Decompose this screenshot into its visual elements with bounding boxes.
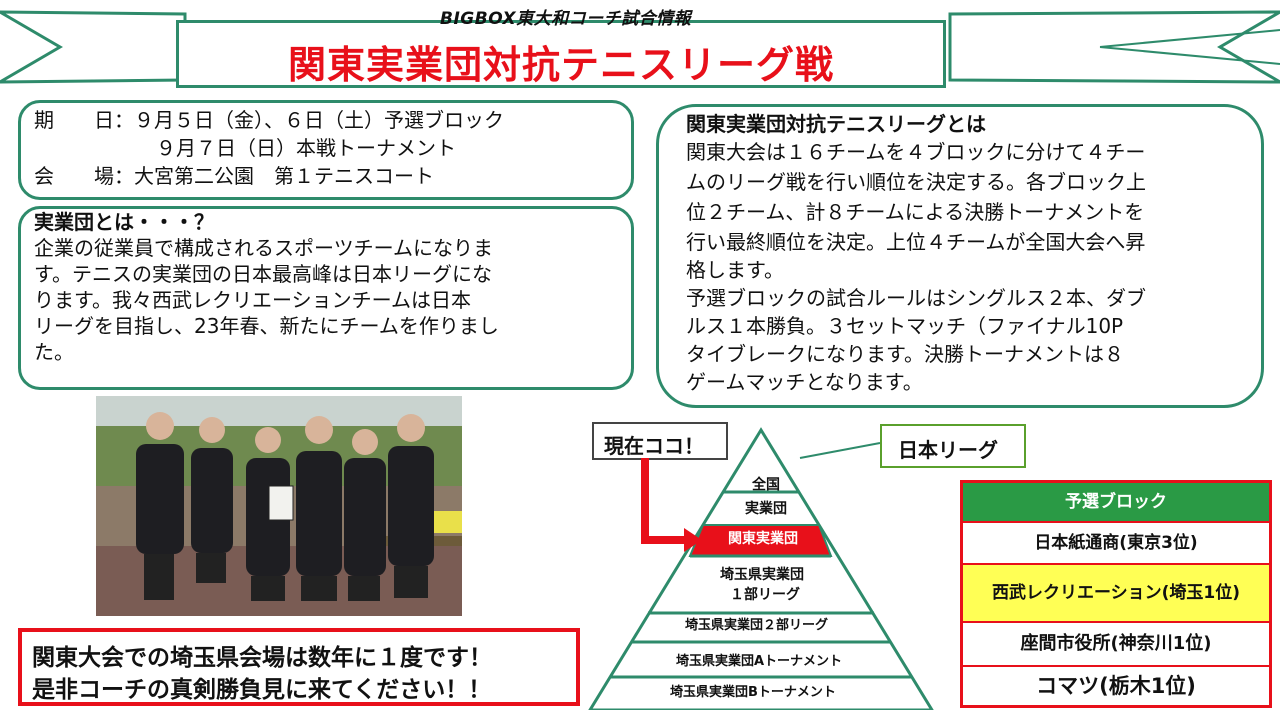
header-ribbon (0, 10, 1280, 84)
about-jitsugyodan-line: 企業の従業員で構成されるスポーツチームになりま (34, 236, 493, 260)
about-jitsugyodan-line: す。テニスの実業団の日本最高峰は日本リーグにな (34, 262, 492, 286)
pyramid-level-tournament-a: 埼玉県実業団Aトーナメント (676, 654, 843, 669)
invitation-line: 是非コーチの真剣勝負見に来てください！！ (32, 677, 492, 703)
about-league-line: 格します。 (686, 258, 784, 282)
page-title: 関東実業団対抗テニスリーグ戦 (287, 43, 834, 87)
about-league-line: ルス１本勝負。３セットマッチ（ファイナル10P (686, 314, 1124, 338)
schedule-box (18, 100, 634, 200)
about-league-box (656, 104, 1264, 408)
pyramid-level-tournament-b: 埼玉県実業団Bトーナメント (670, 685, 836, 700)
about-league-line: 位２チーム、計８チームによる決勝トーナメントを (686, 200, 1145, 224)
about-league-line: ムのリーグ戦を行い順位を決定する。各ブロック上 (686, 170, 1146, 194)
japan-league-callout: 日本リーグ (880, 424, 1026, 468)
current-position-callout: 現在ココ！ (592, 422, 728, 460)
current-position-label: 現在ココ！ (604, 434, 704, 458)
about-jitsugyodan-box (18, 206, 634, 390)
pyramid-level-national-sub: 実業団 (745, 501, 787, 517)
team-name: 日本紙通商(東京3位) (1034, 533, 1198, 553)
league-pyramid (588, 427, 934, 710)
invitation-line: 関東大会での埼玉県会場は数年に１度です！ (32, 645, 492, 671)
schedule-venue: 会 場：大宮第二公園 第１テニスコート (34, 164, 434, 188)
invitation-box: 関東大会での埼玉県会場は数年に１度です！ 是非コーチの真剣勝負見に来てください！… (18, 628, 580, 706)
team-name: 座間市役所(神奈川1位) (1020, 633, 1212, 654)
team-photo (96, 396, 462, 616)
pyramid-level-saitama: 埼玉県実業団 (720, 567, 804, 583)
title-banner (176, 20, 946, 88)
about-jitsugyodan-line: ります。我々西武レクリエーションチームは日本 (34, 288, 471, 312)
table-row: 西武レクリエーション(埼玉1位) (963, 565, 1269, 623)
block-table-header: 予選ブロック (963, 483, 1269, 523)
header-subtitle: BIGBOX東大和コーチ試合情報 (440, 9, 692, 29)
schedule-final-date: ９月７日（日）本戦トーナメント (156, 136, 456, 160)
about-league-line: 行い最終順位を決定。上位４チームが全国大会へ昇 (686, 230, 1146, 254)
schedule-dates: 期 日：９月５日（金）、６日（土）予選ブロック (34, 108, 504, 132)
about-jitsugyodan-line: た。 (34, 340, 74, 364)
team-name: コマツ(栃木1位) (1036, 674, 1196, 698)
about-league-line: タイブレークになります。決勝トーナメントは８ (686, 342, 1124, 366)
block-table-title: 予選ブロック (1065, 492, 1167, 512)
about-league-line: ゲームマッチとなります。 (686, 370, 923, 394)
about-jitsugyodan-line: リーグを目指し、23年春、新たにチームを作りまし (34, 314, 499, 338)
pyramid-level-div2: 埼玉県実業団２部リーグ (685, 618, 829, 633)
about-league-line: 予選ブロックの試合ルールはシングルス２本、ダブ (686, 286, 1146, 310)
block-table: 予選ブロック 日本紙通商(東京3位) 西武レクリエーション(埼玉1位) 座間市役… (960, 480, 1272, 708)
table-row: 日本紙通商(東京3位) (963, 523, 1269, 565)
table-row: コマツ(栃木1位) (963, 667, 1269, 705)
current-position-arrow (641, 458, 702, 552)
about-league-line: 関東大会は１６チームを４ブロックに分けて４チー (686, 140, 1146, 164)
table-row: 座間市役所(神奈川1位) (963, 623, 1269, 667)
pyramid-level-saitama-sub: １部リーグ (730, 587, 800, 603)
pyramid-level-kanto: 関東実業団 (728, 531, 798, 547)
about-league-heading: 関東実業団対抗テニスリーグとは (686, 112, 986, 136)
japan-league-label: 日本リーグ (898, 438, 998, 462)
about-jitsugyodan-heading: 実業団とは・・・？ (34, 210, 214, 234)
pyramid-level-national: 全国 (752, 477, 780, 493)
team-name: 西武レクリエーション(埼玉1位) (991, 583, 1241, 603)
